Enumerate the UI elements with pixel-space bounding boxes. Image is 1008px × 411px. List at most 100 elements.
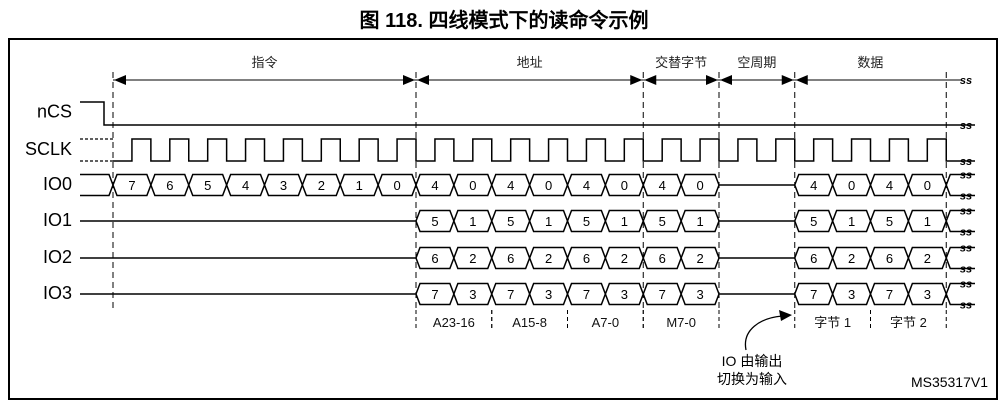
- io-bit-value: 6: [583, 251, 590, 266]
- io-bit-value: 7: [659, 287, 666, 302]
- io-bit-value: 5: [204, 178, 211, 193]
- io-bit-value: 6: [166, 178, 173, 193]
- ncs-waveform: [80, 101, 975, 126]
- ncs-label: nCS: [37, 102, 72, 122]
- io-bit-value: 7: [507, 287, 514, 302]
- annotation-arrow-line: [744, 315, 783, 351]
- break-symbol-icon: ss: [960, 206, 972, 218]
- io-undefined-bus: [80, 173, 114, 197]
- byte-label: A7-0: [592, 315, 619, 330]
- sclk-idle-dotted: [80, 138, 113, 162]
- io-bit-value: 1: [848, 214, 855, 229]
- break-symbol-icon: ss: [960, 264, 972, 276]
- io-label-io1: IO1: [43, 210, 72, 230]
- annotation-line2: 切换为输入: [717, 371, 787, 387]
- io-bit-value: 1: [621, 214, 628, 229]
- sclk-label: SCLK: [25, 139, 72, 159]
- io-bit-value: 6: [886, 251, 893, 266]
- io-bit-value: 0: [848, 178, 855, 193]
- io-label-io3: IO3: [43, 283, 72, 303]
- phase-label: 空周期: [737, 55, 776, 70]
- break-symbol-icon: ss: [960, 279, 972, 291]
- io-bit-value: 4: [507, 178, 514, 193]
- io-bit-value: 6: [507, 251, 514, 266]
- io-bit-value: 7: [810, 287, 817, 302]
- break-symbol-icon: ss: [960, 227, 972, 239]
- arrowhead-left-icon: [114, 75, 126, 85]
- break-symbol-icon: ss: [960, 156, 972, 168]
- io-continuation-bus: [945, 173, 975, 197]
- io-bit-value: 4: [242, 178, 249, 193]
- annotation-arrowhead-icon: [779, 310, 792, 321]
- phase-label: 交替字节: [655, 55, 707, 70]
- io-bit-value: 0: [545, 178, 552, 193]
- byte-label: 字节 2: [890, 315, 927, 330]
- io-bit-value: 4: [810, 178, 817, 193]
- io-bit-value: 2: [545, 251, 552, 266]
- byte-label: A23-16: [433, 315, 475, 330]
- io-bit-value: 4: [886, 178, 893, 193]
- io-bit-value: 3: [280, 178, 287, 193]
- io-bit-value: 5: [583, 214, 590, 229]
- io-bit-value: 3: [469, 287, 476, 302]
- io-bit-value: 0: [393, 178, 400, 193]
- io-continuation-bus: [945, 246, 975, 270]
- io-bit-value: 4: [583, 178, 590, 193]
- phase-label: 数据: [857, 55, 883, 70]
- byte-label: 字节 1: [814, 315, 851, 330]
- break-symbol-icon: ss: [960, 243, 972, 255]
- io-continuation-bus: [945, 282, 975, 306]
- io-label-io0: IO0: [43, 174, 72, 194]
- io-bit-value: 5: [810, 214, 817, 229]
- io-bit-value: 1: [696, 214, 703, 229]
- io-bit-value: 3: [696, 287, 703, 302]
- io-bit-value: 0: [469, 178, 476, 193]
- figure-title: 图 118. 四线模式下的读命令示例: [359, 10, 649, 32]
- arrowhead-right-icon: [781, 75, 794, 85]
- break-symbol-icon: ss: [960, 191, 972, 203]
- io-bit-value: 0: [621, 178, 628, 193]
- io-bit-value: 7: [886, 287, 893, 302]
- phase-label: 地址: [517, 55, 543, 70]
- sclk-waveform: [113, 138, 975, 162]
- io-bit-value: 0: [696, 178, 703, 193]
- io-bit-value: 5: [507, 214, 514, 229]
- arrowhead-right-icon: [630, 75, 643, 85]
- io-bit-value: 6: [659, 251, 666, 266]
- io-bit-value: 3: [924, 287, 931, 302]
- io-bit-value: 4: [659, 178, 666, 193]
- io-bit-value: 2: [696, 251, 703, 266]
- io-label-io2: IO2: [43, 247, 72, 267]
- byte-label: A15-8: [512, 315, 547, 330]
- io-bit-value: 3: [621, 287, 628, 302]
- io-bit-value: 7: [128, 178, 135, 193]
- io-bit-value: 2: [924, 251, 931, 266]
- io-bit-value: 2: [621, 251, 628, 266]
- io-bit-value: 1: [356, 178, 363, 193]
- figure-frame: [8, 38, 998, 400]
- annotation-line1: IO 由输出: [722, 353, 783, 369]
- io-bit-value: 5: [659, 214, 666, 229]
- arrowhead-right-icon: [403, 75, 415, 85]
- io-bit-value: 5: [431, 214, 438, 229]
- io-bit-value: 2: [318, 178, 325, 193]
- arrowhead-left-icon: [720, 75, 732, 85]
- io-bit-value: 2: [848, 251, 855, 266]
- io-bit-value: 6: [431, 251, 438, 266]
- arrowhead-left-icon: [644, 75, 657, 85]
- arrowhead-left-icon: [795, 75, 808, 85]
- io-bit-value: 5: [886, 214, 893, 229]
- arrowhead-right-icon: [706, 75, 718, 85]
- io-bit-value: 6: [810, 251, 817, 266]
- io-bit-value: 3: [545, 287, 552, 302]
- break-symbol-icon: ss: [960, 300, 972, 312]
- io-bit-value: 1: [469, 214, 476, 229]
- io-bit-value: 1: [545, 214, 552, 229]
- io-bit-value: 4: [431, 178, 438, 193]
- io-continuation-bus: [945, 209, 975, 233]
- phase-label: 指令: [251, 55, 277, 70]
- break-symbol-icon: ss: [960, 120, 972, 132]
- figure-id: MS35317V1: [911, 374, 988, 390]
- byte-label: M7-0: [666, 315, 696, 330]
- arrowhead-left-icon: [417, 75, 429, 85]
